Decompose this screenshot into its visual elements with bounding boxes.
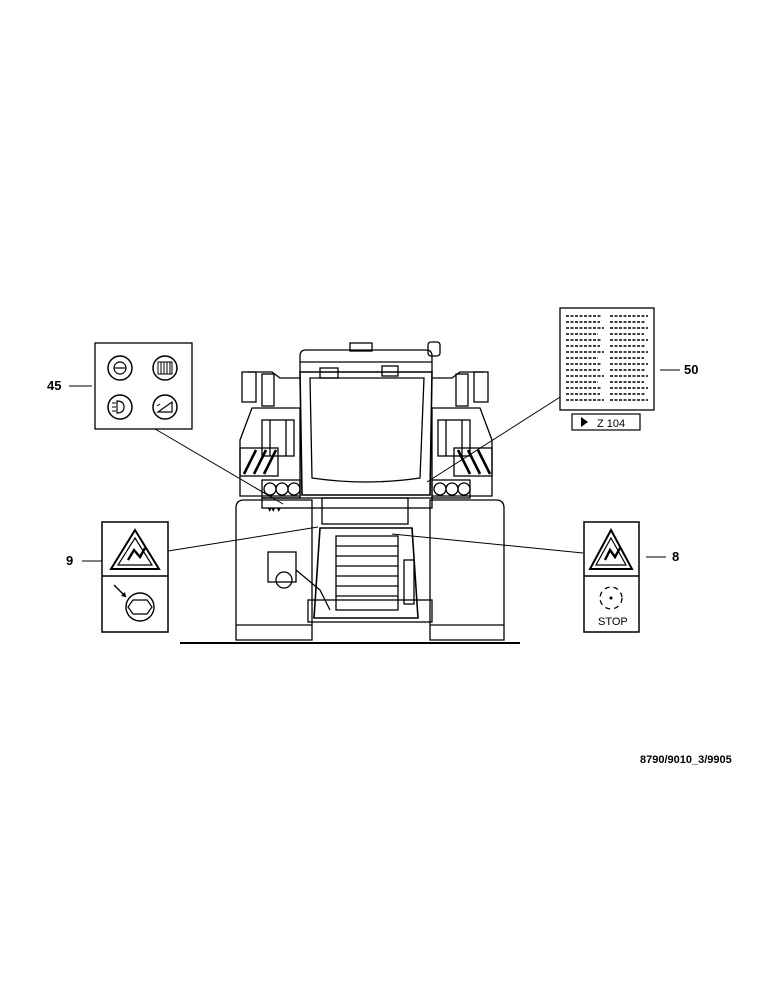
feeder-grate [335,535,399,611]
feeder-base [307,599,433,623]
leader-9 [167,526,319,552]
decal-50-text-block [566,315,648,401]
pump-pulley [275,571,293,589]
decal-45 [94,342,193,430]
decal-9 [101,521,169,633]
beacon-light [427,341,441,357]
pump-hose [295,569,331,611]
callout-8: 8 [672,549,680,564]
mirror-left-inner [261,373,275,407]
right-warning-plate [453,447,493,477]
crush-hazard-icon [109,528,161,570]
rear-hitch-frame [321,497,409,525]
cab-lamp-right [381,365,399,377]
rotating-part-icon [113,584,155,622]
deck-marks: ▾▾ ▾ [268,507,281,514]
mirror-right [473,371,489,403]
right-warning-hatch [456,449,492,475]
z-label-text: Z 104 [597,418,625,430]
stop-label: STOP [598,616,628,628]
leader-50 [426,391,569,483]
mirror-right-inner [455,373,469,407]
leader-45 [149,425,284,505]
work-light-icon [107,394,133,420]
heater-grille-icon [152,355,178,381]
steering-wheel-icon [107,355,133,381]
right-tail-light-1 [433,482,447,496]
left-warning-hatch [242,449,278,475]
rear-window [309,377,425,483]
feeder-slats [336,545,398,597]
cab-roof [299,349,433,372]
roof-vent [349,342,373,352]
decal-8: STOP [583,521,640,633]
right-tire [429,499,505,641]
callout-50: 50 [684,362,699,377]
mirror-arm-left [248,371,300,379]
drawing-reference-code: 8790/9010_3/9905 [640,754,732,766]
leader-8 [391,533,584,554]
z-label-box [571,413,641,431]
left-tail-light-3 [287,482,301,496]
feeder-housing [313,527,419,619]
cab-lamp-left [319,367,339,379]
arrow-right-icon [581,417,588,427]
mirror-left [241,371,257,403]
left-tire [235,499,313,641]
cab-body [299,371,433,496]
callout-9: 9 [66,553,74,568]
decal-50: Z 104 [559,307,655,431]
right-tail-light-3 [457,482,471,496]
left-tail-light-1 [263,482,277,496]
stop-rotation-icon [599,586,623,610]
right-tail-light-2 [445,482,459,496]
feeder-cylinder [403,559,415,605]
leader-lines [69,369,680,562]
left-warning-plate [239,447,279,477]
pump-unit [267,551,297,583]
mirror-arm-right [432,371,484,379]
left-tail-light-2 [275,482,289,496]
wiper-icon [152,394,178,420]
crush-hazard-icon-2 [588,527,634,570]
callout-45: 45 [47,378,62,393]
